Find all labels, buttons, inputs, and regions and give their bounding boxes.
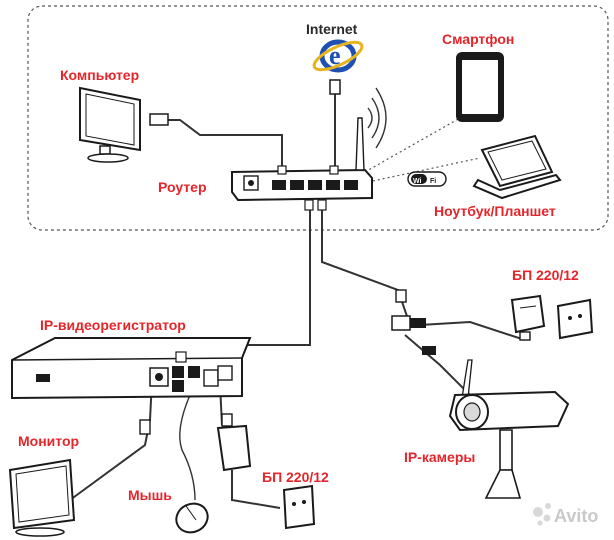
- label-nvr: IP-видеорегистратор: [40, 317, 186, 333]
- camera-psu-icon: [510, 294, 546, 341]
- label-router: Роутер: [158, 179, 207, 195]
- cable-splitter-psu: [419, 320, 526, 341]
- cable-psu-socket: [231, 470, 281, 509]
- svg-text:e: e: [329, 41, 341, 70]
- wifi-icon: Wi Fi: [407, 171, 447, 187]
- label-smartphone: Смартфон: [442, 31, 514, 47]
- label-monitor: Монитор: [18, 433, 79, 449]
- label-psu-camera: БП 220/12: [512, 267, 579, 283]
- cable-camera-tail: [404, 334, 471, 396]
- nvr-icon: [11, 337, 252, 400]
- computer-monitor-icon: [79, 86, 169, 163]
- label-computer: Компьютер: [60, 67, 139, 83]
- poe-splitter-icon: [391, 289, 436, 355]
- smartphone-icon: [456, 52, 504, 122]
- laptop-icon: [472, 134, 562, 200]
- cable-nvr-mouse: [179, 394, 196, 501]
- wifi-link-laptop: [367, 157, 481, 183]
- avito-logo-icon: [533, 503, 551, 526]
- wall-socket-camera-icon: [556, 298, 594, 340]
- home-network-boundary: [27, 5, 609, 231]
- ethernet-plug-top: [329, 79, 341, 95]
- svg-text:Fi: Fi: [430, 178, 436, 185]
- internet-explorer-icon: e: [312, 39, 364, 73]
- nvr-psu-icon: [216, 413, 252, 472]
- cable-computer-router: [168, 119, 283, 172]
- label-psu-nvr: БП 220/12: [262, 469, 329, 485]
- label-laptop: Ноутбук/Планшет: [434, 203, 556, 219]
- ip-camera-icon: [448, 359, 570, 499]
- mouse-icon: [175, 502, 209, 534]
- wifi-link-smartphone: [364, 117, 461, 173]
- label-mouse: Мышь: [128, 487, 172, 503]
- wall-socket-nvr-icon: [282, 484, 316, 530]
- label-ip-cameras: IP-камеры: [404, 449, 475, 465]
- watermark-text: Avito: [554, 506, 598, 526]
- cable-router-camera: [321, 208, 411, 326]
- label-internet: Internet: [306, 21, 358, 37]
- svg-text:Wi: Wi: [413, 178, 422, 185]
- router-icon: [231, 87, 387, 211]
- monitor-icon: [8, 419, 151, 537]
